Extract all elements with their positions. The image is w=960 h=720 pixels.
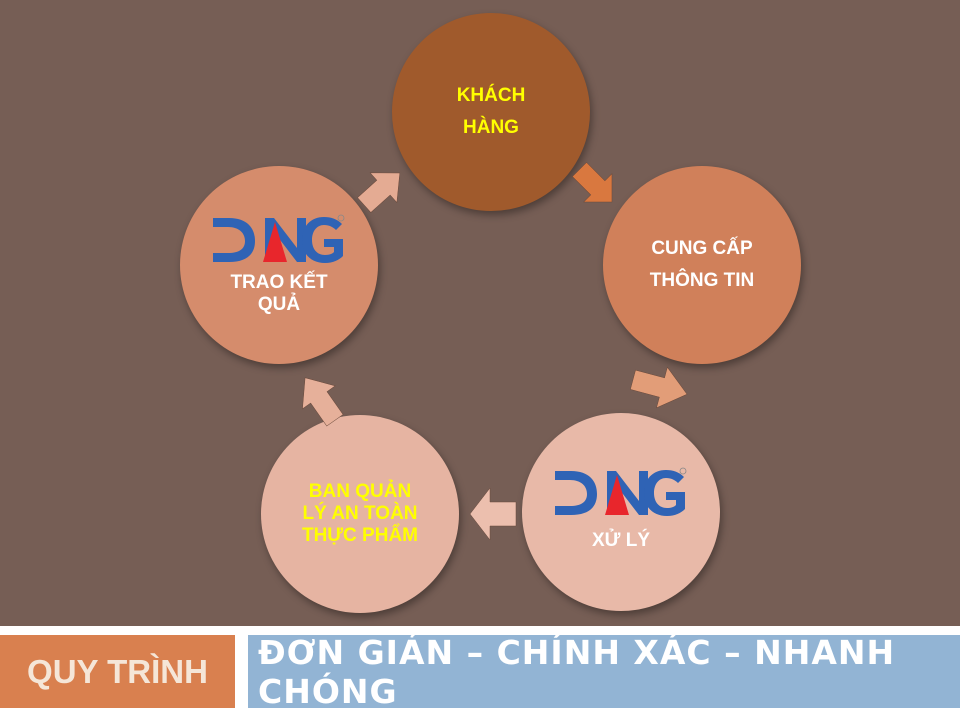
node-khach-hang-line2: HÀNG: [463, 117, 519, 138]
footer-quy-trinh: QUY TRÌNH: [0, 635, 235, 708]
dng-logo-icon: [555, 467, 687, 516]
arrow-trao-ket-qua-to-khach-hang-icon: [357, 172, 401, 213]
arrow-ban-quan-ly-to-trao-ket-qua-icon: [302, 377, 344, 427]
node-khach-hang: KHÁCH HÀNG: [392, 13, 590, 211]
dng-logo-icon: [213, 214, 345, 263]
footer-slogan: ĐƠN GIẢN – CHÍNH XÁC – NHANH CHÓNG: [248, 633, 960, 711]
node-ban-quan-ly-line3: THỰC PHẨM: [301, 525, 419, 546]
node-cung-cap-line1: CUNG CẤP: [651, 238, 753, 259]
arrow-cung-cap-to-xu-ly-icon: [630, 366, 688, 409]
node-xu-ly-label: XỬ LÝ: [592, 530, 650, 551]
arrow-khach-hang-to-cung-cap-icon: [572, 162, 613, 203]
node-trao-ket-qua-line2: QUẢ: [257, 294, 301, 315]
node-cung-cap-thong-tin: CUNG CẤP THÔNG TIN: [603, 166, 801, 364]
node-cung-cap-line2: THÔNG TIN: [649, 270, 755, 291]
arrow-xu-ly-to-ban-quan-ly-icon: [469, 487, 517, 541]
node-trao-ket-qua: TRAO KẾT QUẢ: [180, 166, 378, 364]
node-ban-quan-ly-line1: BAN QUẢN: [308, 481, 412, 502]
node-ban-quan-ly-line2: LÝ AN TOÀN: [302, 503, 418, 524]
node-trao-ket-qua-line1: TRAO KẾT: [230, 272, 328, 293]
node-xu-ly: XỬ LÝ: [522, 413, 720, 611]
node-khach-hang-line1: KHÁCH: [456, 85, 526, 106]
node-ban-quan-ly: BAN QUẢN LÝ AN TOÀN THỰC PHẨM: [261, 415, 459, 613]
